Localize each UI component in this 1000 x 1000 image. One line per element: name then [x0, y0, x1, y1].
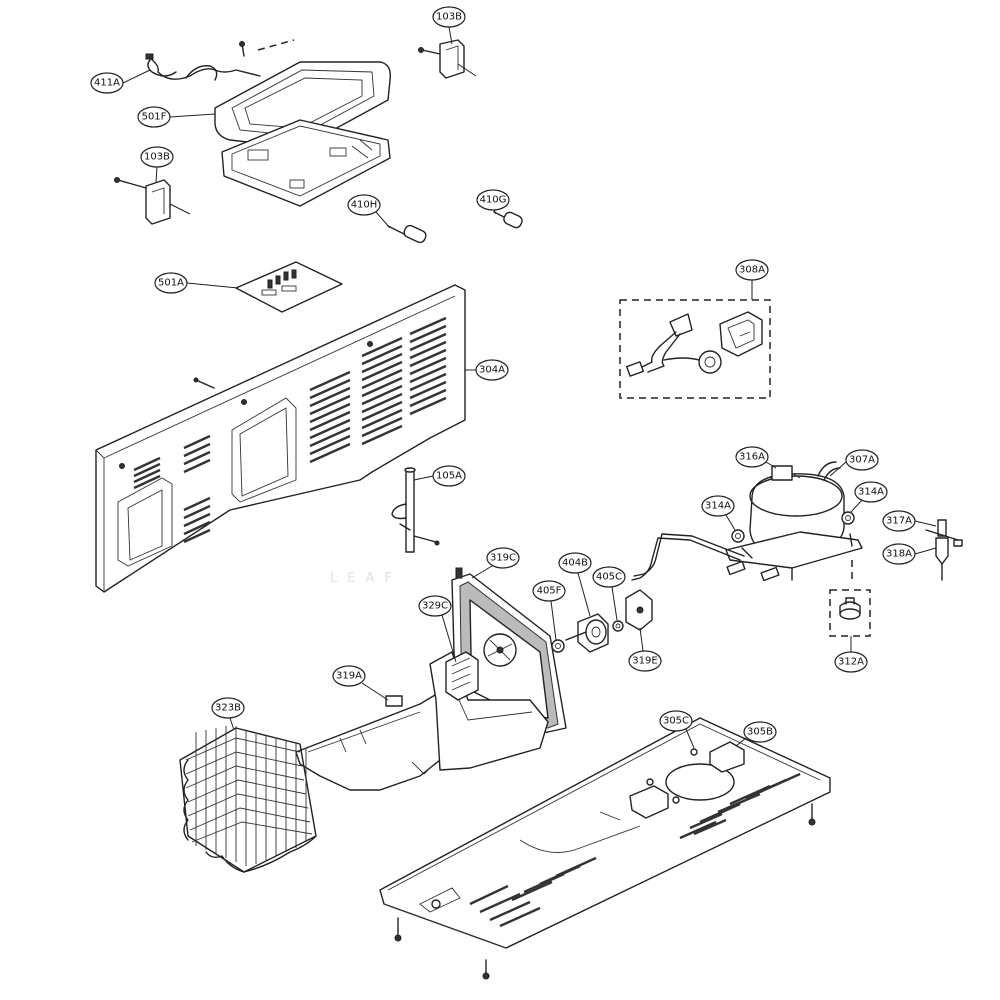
callout-103B-side: 103B — [140, 146, 174, 168]
svg-text:501F: 501F — [142, 112, 167, 123]
base-plate — [379, 717, 831, 980]
lamp-410h — [387, 224, 427, 244]
callout-305C: 305C — [659, 710, 693, 732]
svg-text:312A: 312A — [838, 657, 864, 668]
compressor — [631, 461, 863, 582]
motor-cover — [625, 589, 653, 631]
callout-308A: 308A — [735, 259, 769, 281]
svg-text:319C: 319C — [490, 553, 516, 564]
callout-316A: 316A — [735, 446, 769, 468]
grommet-kit — [829, 589, 871, 637]
svg-text:405C: 405C — [596, 572, 622, 583]
bracket-top — [418, 39, 477, 79]
svg-text:316A: 316A — [739, 452, 765, 463]
svg-text:307A: 307A — [849, 455, 875, 466]
svg-text:405F: 405F — [537, 586, 562, 597]
svg-text:305B: 305B — [747, 727, 773, 738]
svg-text:304A: 304A — [479, 365, 505, 376]
callout-318A: 318A — [882, 543, 916, 565]
svg-text:410G: 410G — [480, 195, 507, 206]
back-panel — [95, 284, 466, 593]
svg-text:319A: 319A — [336, 671, 362, 682]
washer-405c — [612, 620, 624, 632]
svg-text:319E: 319E — [632, 656, 657, 667]
callout-312A: 312A — [834, 651, 868, 673]
washer-405f — [551, 639, 565, 653]
svg-text:314A: 314A — [705, 501, 731, 512]
lamp-410g — [493, 211, 523, 229]
power-cord — [145, 53, 261, 81]
svg-text:308A: 308A — [739, 265, 765, 276]
svg-text:314A: 314A — [858, 487, 884, 498]
callout-410H: 410H — [347, 194, 381, 216]
svg-text:305C: 305C — [663, 716, 689, 727]
condenser-coil — [179, 726, 317, 873]
watermark-text: LEAF — [330, 571, 402, 586]
callout-319A: 319A — [332, 665, 366, 687]
fan-motor — [565, 613, 609, 653]
callout-314A-right: 314A — [854, 481, 888, 503]
callout-317A: 317A — [882, 510, 916, 532]
svg-text:410H: 410H — [351, 200, 378, 211]
svg-text:318A: 318A — [886, 549, 912, 560]
callout-405C: 405C — [592, 566, 626, 588]
svg-text:329C: 329C — [422, 601, 448, 612]
callout-105A: 105A — [432, 465, 466, 487]
callout-411A: 411A — [90, 72, 124, 94]
svg-text:105A: 105A — [436, 471, 462, 482]
relay-kit — [619, 299, 771, 399]
process-valve — [925, 519, 963, 581]
callout-405F: 405F — [532, 580, 566, 602]
svg-text:411A: 411A — [94, 78, 120, 89]
callout-410G: 410G — [476, 189, 510, 211]
svg-text:103B: 103B — [144, 152, 170, 163]
callout-319C: 319C — [486, 547, 520, 569]
callout-314A-left: 314A — [701, 495, 735, 517]
svg-text:323B: 323B — [215, 703, 241, 714]
callout-103B-top: 103B — [432, 6, 466, 28]
callout-305B: 305B — [743, 721, 777, 743]
drain-tube — [391, 467, 440, 553]
callout-323B: 323B — [211, 697, 245, 719]
callout-501F: 501F — [137, 106, 171, 128]
callout-501A: 501A — [154, 272, 188, 294]
svg-text:103B: 103B — [436, 12, 462, 23]
svg-text:404B: 404B — [562, 558, 588, 569]
callout-304A: 304A — [475, 359, 509, 381]
callout-329C: 329C — [418, 595, 452, 617]
control-pcb — [235, 261, 343, 313]
svg-text:501A: 501A — [158, 278, 184, 289]
callout-307A: 307A — [845, 449, 879, 471]
callout-319E: 319E — [628, 650, 662, 672]
fan-blade — [445, 633, 517, 701]
bracket-side — [114, 177, 191, 225]
svg-text:317A: 317A — [886, 516, 912, 527]
callout-404B: 404B — [558, 552, 592, 574]
control-box-assembly — [214, 39, 391, 207]
